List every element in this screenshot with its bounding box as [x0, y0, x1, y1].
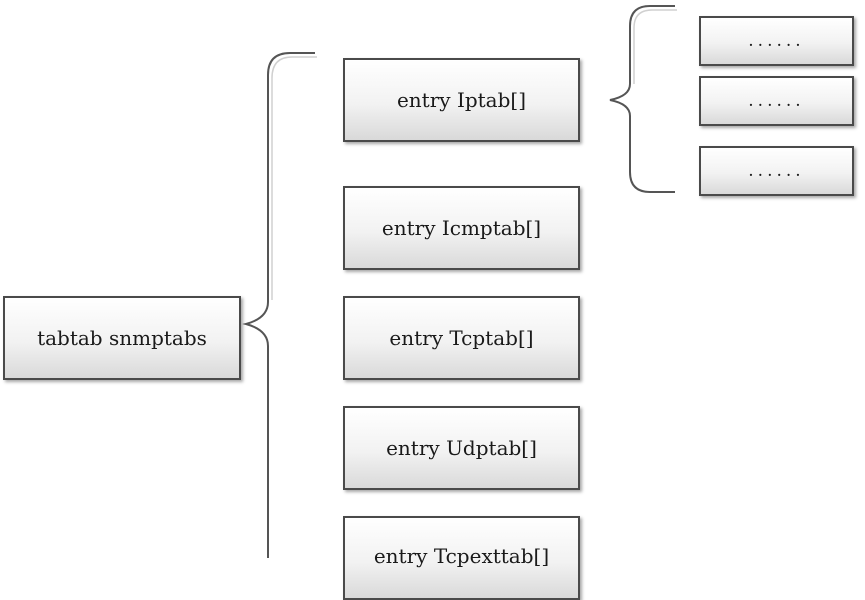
sub-entry-node: ...... [699, 16, 854, 66]
entry-node-iptab: entry Iptab[] [343, 58, 580, 142]
entry-label: entry Iptab[] [396, 88, 527, 112]
entry-node-tcptab: entry Tcptab[] [343, 296, 580, 380]
sub-entry-label: ...... [748, 31, 805, 51]
iptab-bracket [609, 5, 675, 193]
sub-entry-node: ...... [699, 76, 854, 126]
entry-label: entry Icmptab[] [381, 216, 542, 240]
entry-label: entry Udptab[] [386, 436, 537, 460]
sub-entry-label: ...... [748, 91, 805, 111]
entry-node-tcpexttab: entry Tcpexttab[] [343, 516, 580, 600]
entry-node-udptab: entry Udptab[] [343, 406, 580, 490]
connector-brackets [242, 5, 677, 558]
sub-entry-label: ...... [748, 161, 805, 181]
root-node: tabtab snmptabs [3, 296, 241, 380]
sub-entry-node: ...... [699, 146, 854, 196]
entry-label: entry Tcpexttab[] [373, 544, 550, 568]
entry-label: entry Tcptab[] [389, 326, 534, 350]
root-bracket [242, 52, 315, 558]
root-label: tabtab snmptabs [37, 326, 207, 350]
entry-node-icmptab: entry Icmptab[] [343, 186, 580, 270]
